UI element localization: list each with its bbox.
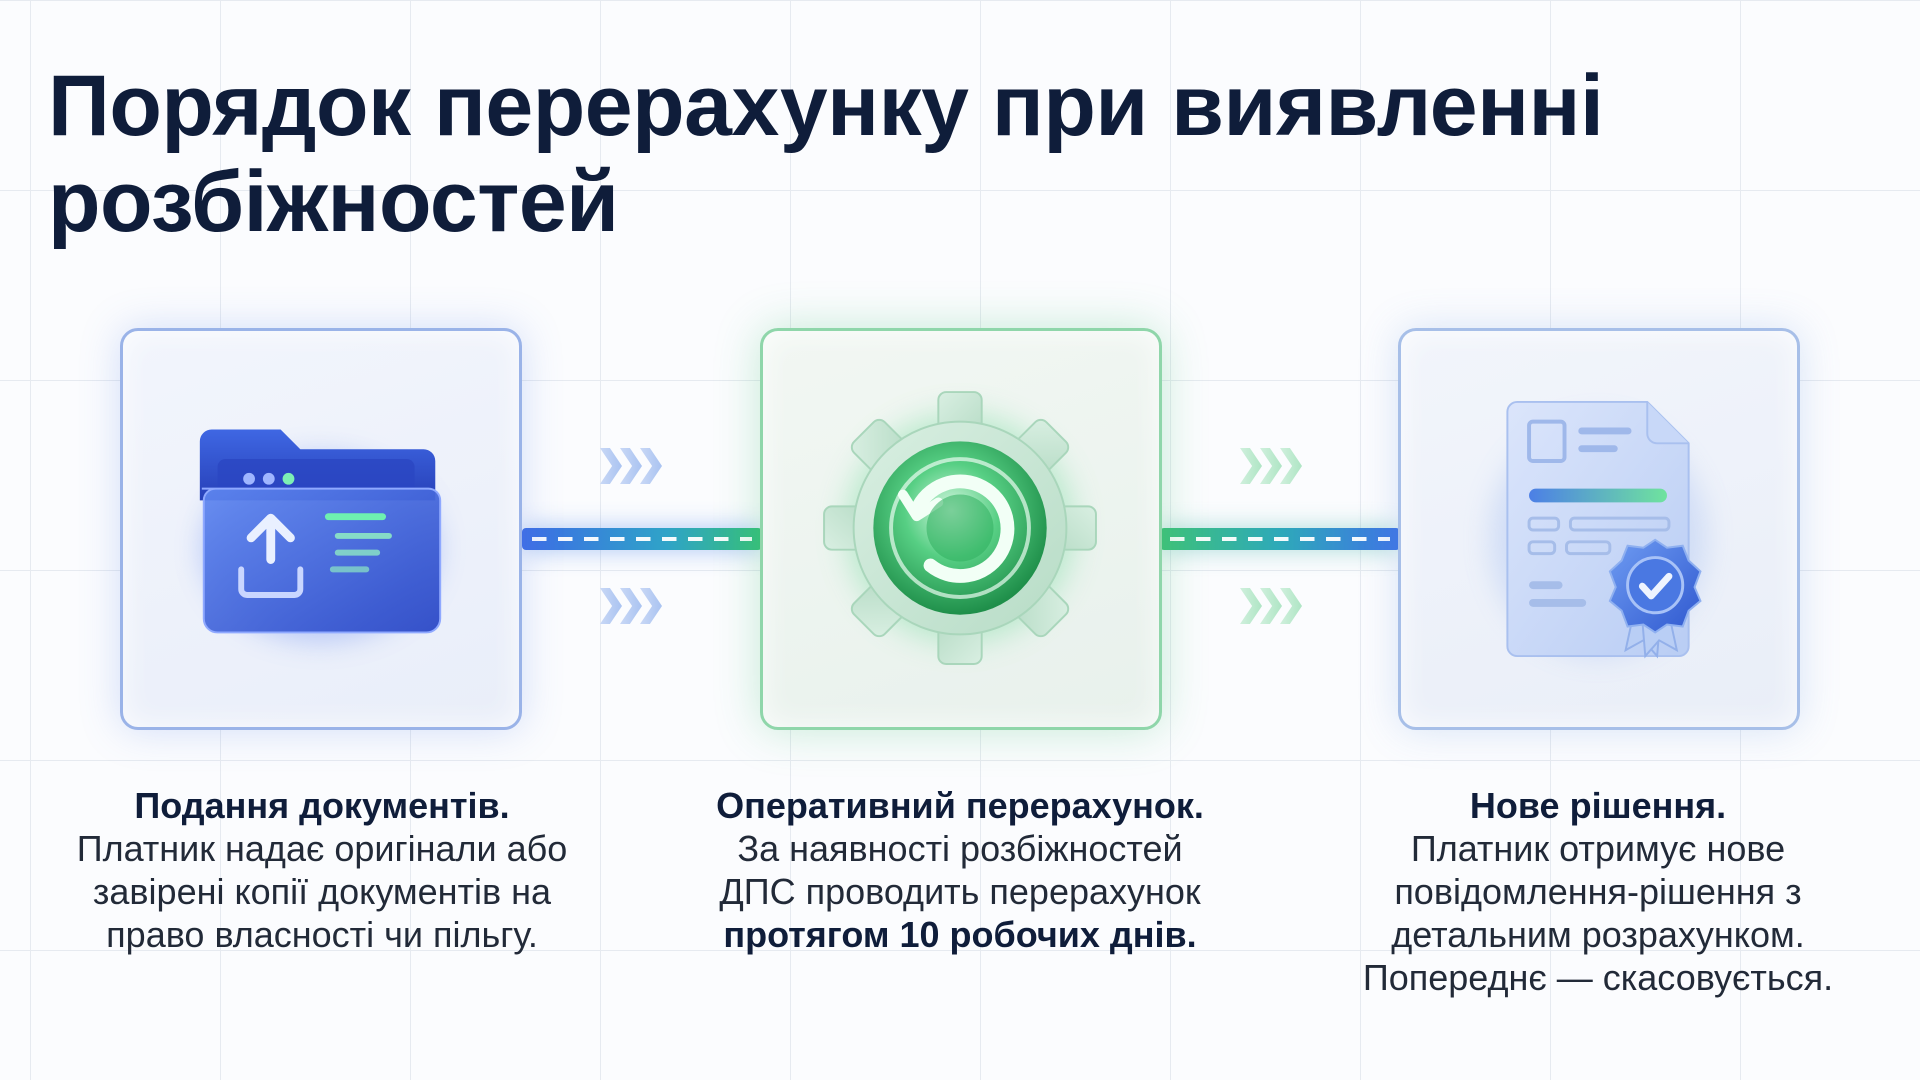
step-heading: Нове рішення.: [1469, 785, 1727, 826]
step-emphasis: протягом 10 робочих днів: [723, 914, 1187, 955]
step-card-submission: [120, 328, 522, 730]
step-description: Платник надає оригінали або завірені коп…: [76, 828, 568, 955]
step-caption-recalculation: Оперативний перерахунок. За наявності ро…: [700, 784, 1220, 956]
page-title: Порядок перерахунку при виявленні розбіж…: [48, 58, 1748, 250]
step-caption-new-decision: Нове рішення. Платник отримує нове повід…: [1338, 784, 1858, 999]
step-heading: Подання документів.: [134, 785, 510, 826]
step-card-recalculation: [760, 328, 1162, 730]
step-description: За наявності розбіжностей ДПС проводить …: [719, 828, 1201, 912]
step-description: Платник отримує нове повідомлення-рішенн…: [1362, 828, 1834, 998]
chevron-arrows-icon: [1240, 448, 1320, 488]
step-heading: Оперативний перерахунок.: [716, 785, 1204, 826]
title-line-1: Порядок перерахунку при виявленні: [48, 58, 1604, 154]
step-caption-submission: Подання документів. Платник надає оригін…: [62, 784, 582, 956]
step-suffix: .: [1186, 914, 1197, 955]
chevron-arrows-icon: [1240, 588, 1320, 628]
connector-step1-step2: [522, 528, 762, 550]
step-card-new-decision: [1398, 328, 1800, 730]
connector-step2-step3: [1160, 528, 1400, 550]
chevron-arrows-icon: [600, 448, 680, 488]
gear-refresh-icon: [823, 391, 1097, 665]
title-line-2: розбіжностей: [48, 154, 619, 250]
folder-upload-icon: [199, 429, 442, 642]
chevron-arrows-icon: [600, 588, 680, 628]
certified-document-icon: [1489, 400, 1707, 659]
